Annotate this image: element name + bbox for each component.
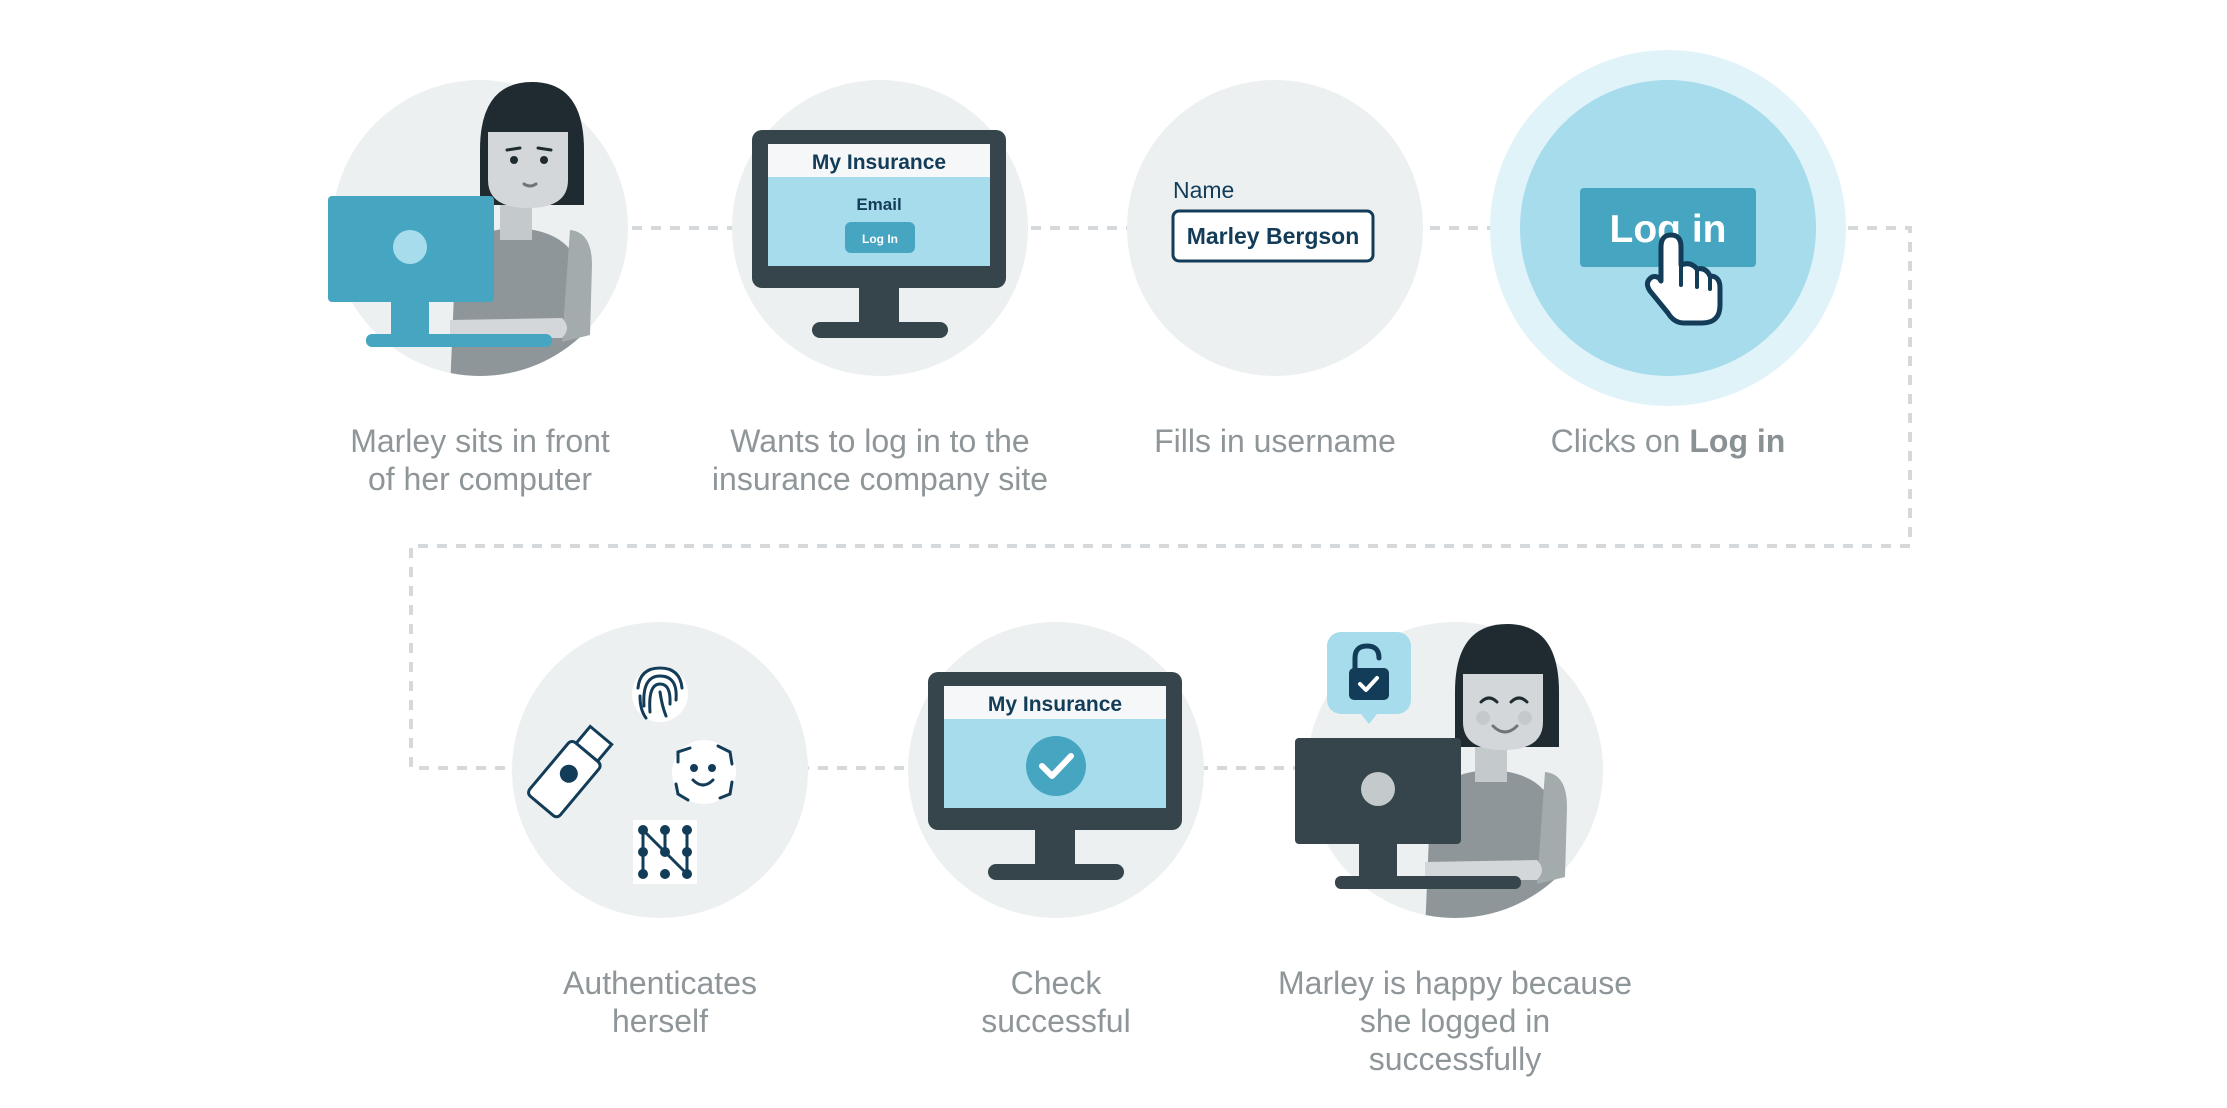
login-button <box>1580 188 1756 267</box>
fingerprint-icon <box>632 666 688 722</box>
screen-header <box>768 144 990 177</box>
pattern-lock-icon <box>633 820 697 884</box>
step-authenticates: Authenticates herself <box>480 622 840 1040</box>
name-label: Name <box>1173 177 1234 203</box>
face <box>1463 674 1543 750</box>
step-sits: Marley sits in front of her computer <box>300 80 660 498</box>
step-wants-login: My Insurance Email Log In Wants to log i… <box>700 80 1060 498</box>
name-input <box>1171 209 1375 263</box>
illustration-circle <box>512 622 808 918</box>
step-caption: Marley sits in front of her computer <box>350 423 610 497</box>
svg-text:Log In: Log In <box>862 232 898 246</box>
monitor-login-illustration: My Insurance Email Log In <box>732 80 1028 376</box>
power-icon <box>393 230 427 264</box>
name-value: Marley Bergson <box>1187 223 1360 249</box>
power-icon <box>1361 772 1395 806</box>
step-happy: Marley is happy because she logged in su… <box>1275 622 1635 1078</box>
caption-bold-login: Log in <box>1689 423 1786 459</box>
screen-header <box>944 686 1166 719</box>
monitor-stand <box>988 864 1124 880</box>
woman-at-computer-illustration <box>328 80 628 376</box>
hand-pointer-icon <box>1644 232 1723 326</box>
keyboard <box>1335 876 1521 889</box>
username-form-illustration: Name Marley Bergson <box>1127 80 1423 376</box>
face <box>488 132 568 208</box>
step-caption: Fills in username <box>1154 423 1396 459</box>
step-check-successful: My Insurance Check successful <box>876 622 1236 1040</box>
step-caption: Check successful <box>981 965 1131 1039</box>
usb-key-icon <box>527 724 614 819</box>
step-caption: Marley is happy because she logged in su… <box>1278 965 1632 1077</box>
site-title: My Insurance <box>988 693 1122 716</box>
screen-login-button <box>845 222 915 253</box>
face-recognition-icon <box>672 740 736 804</box>
step-caption: Authenticates herself <box>563 965 757 1039</box>
happy-woman-illustration <box>1295 622 1603 918</box>
unlocked-lock-icon <box>1327 632 1411 724</box>
authentication-methods-illustration <box>512 622 808 918</box>
step-clicks-login: Log in Clicks on Log in <box>1488 50 1848 460</box>
step-caption: Wants to log in to the insurance company… <box>711 423 1049 497</box>
monitor-stand <box>812 322 948 338</box>
step-fills-username: Name Marley Bergson Fills in username <box>1095 80 1455 460</box>
keyboard <box>366 334 552 347</box>
check-circle-icon <box>1026 736 1086 796</box>
step-caption: Clicks on Log in <box>1550 423 1786 459</box>
monitor-success-illustration: My Insurance <box>908 622 1204 918</box>
click-login-illustration: Log in <box>1490 50 1846 406</box>
email-label: Email <box>856 195 901 214</box>
site-title: My Insurance <box>812 151 946 174</box>
